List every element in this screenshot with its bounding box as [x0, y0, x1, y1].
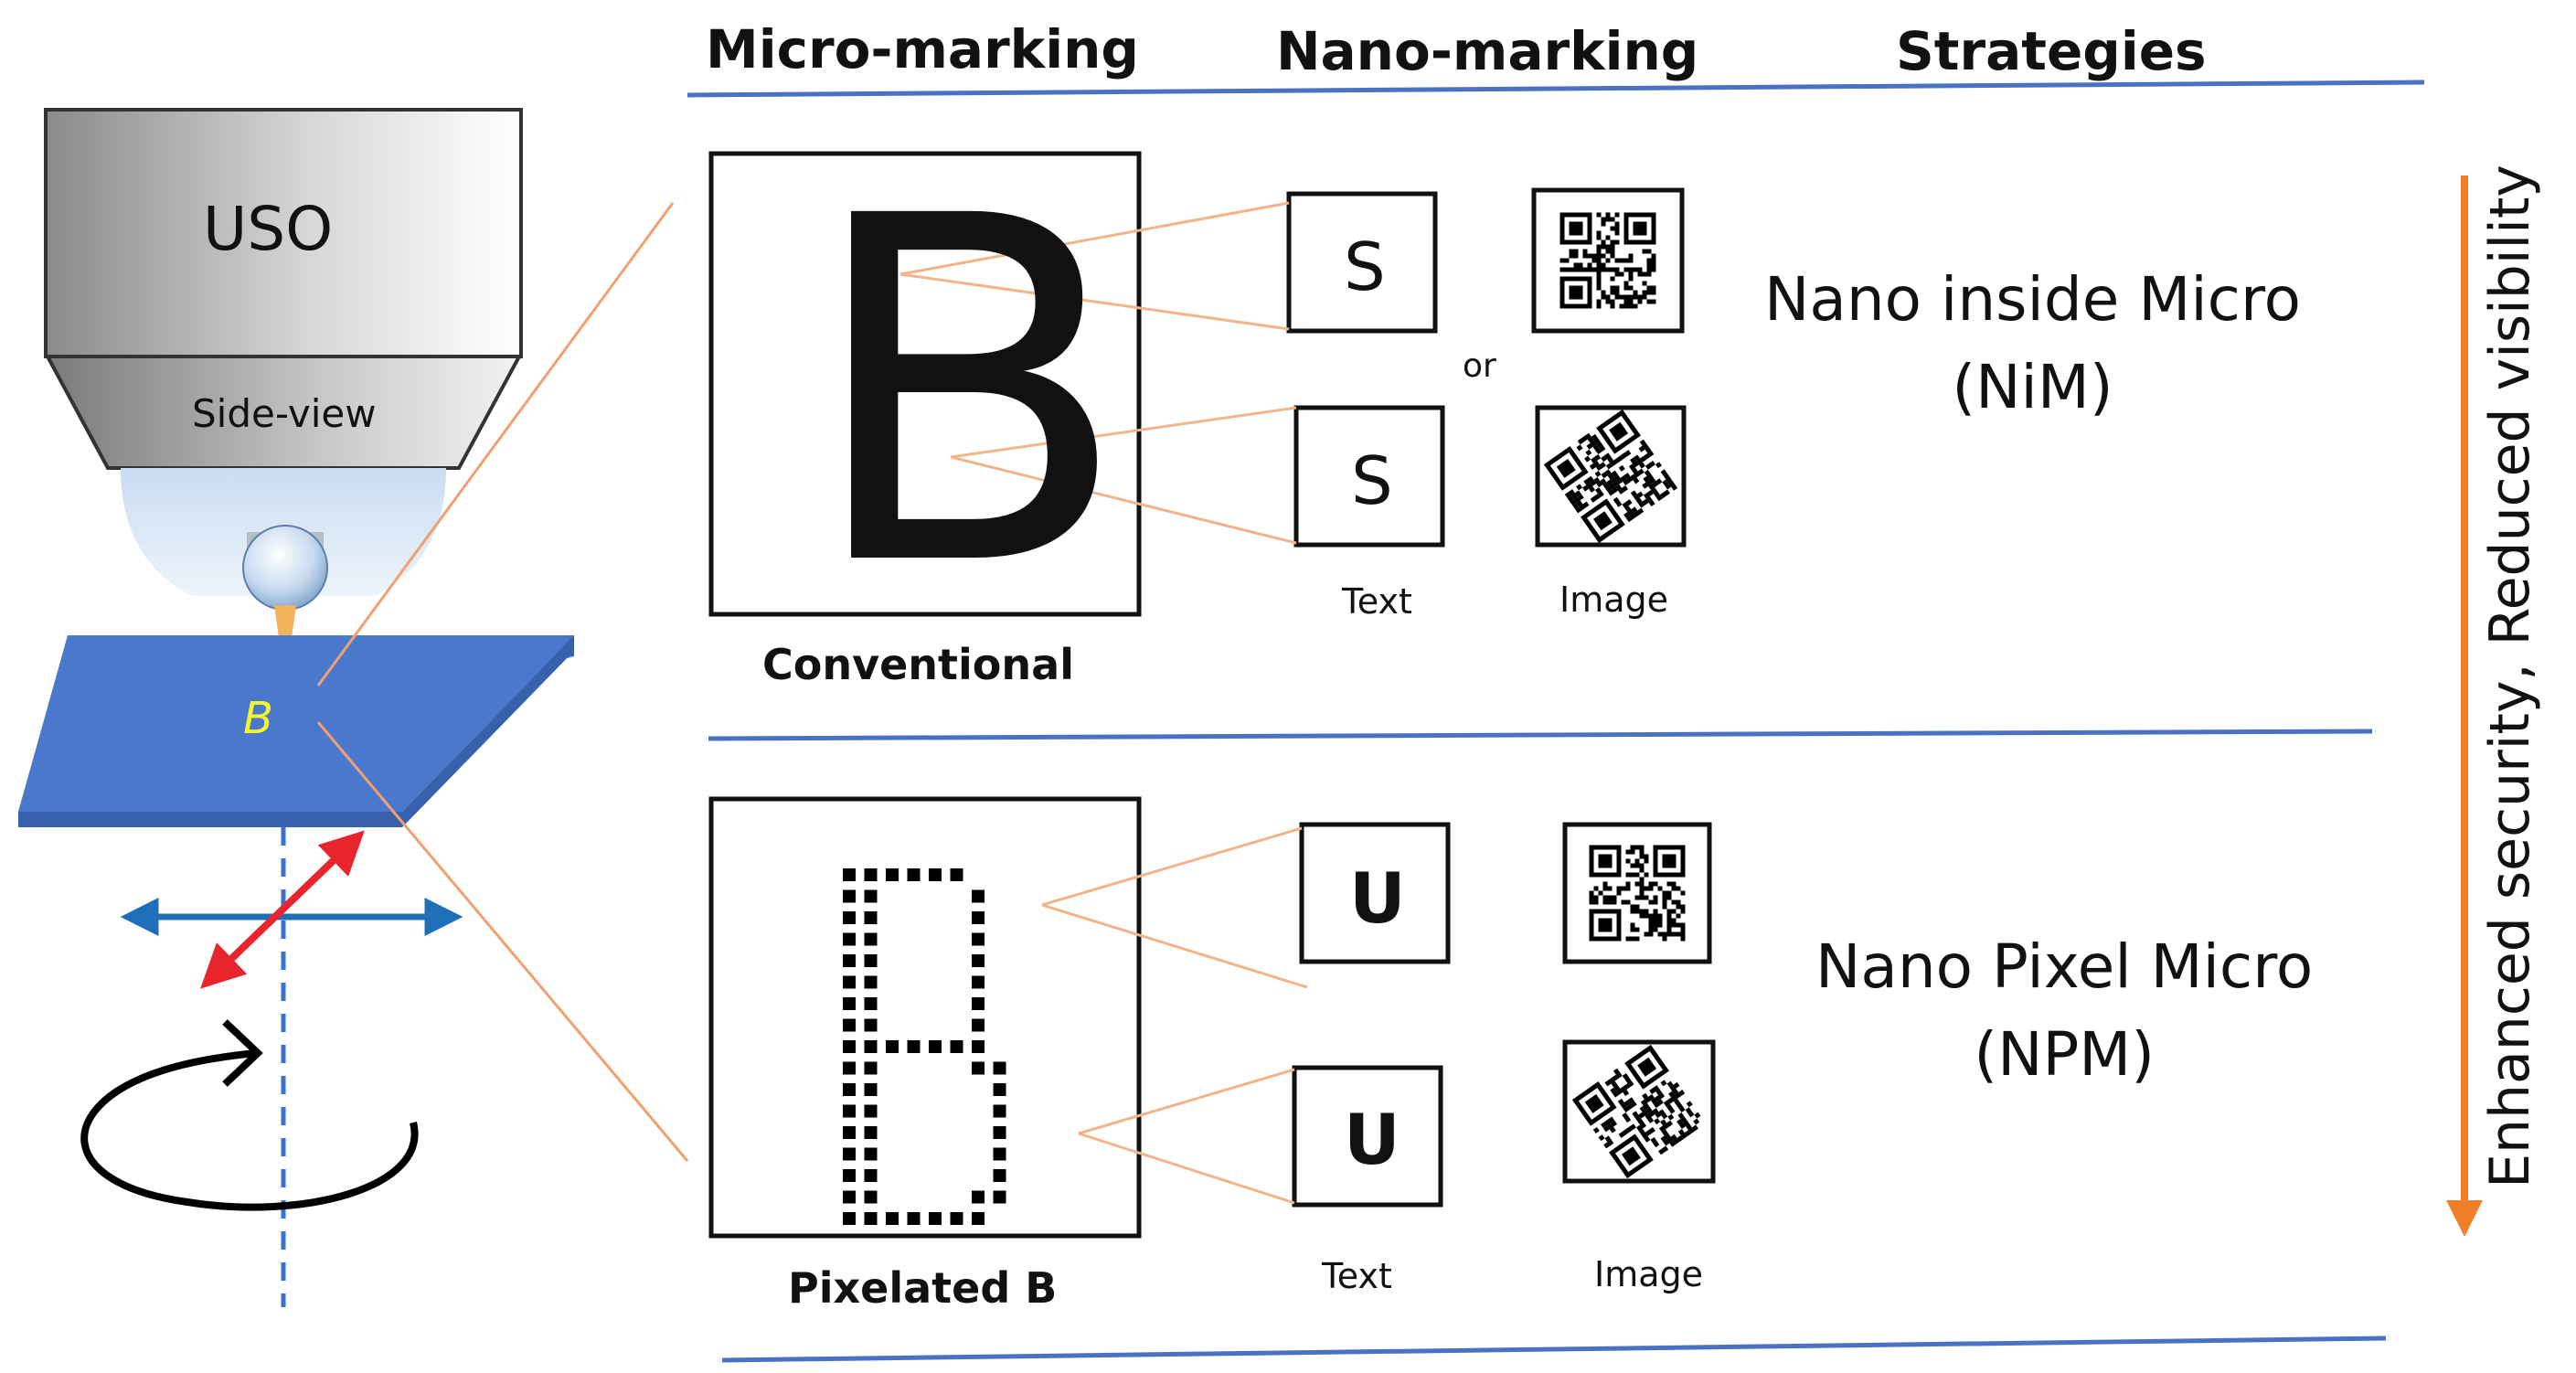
caption-image-row1: Image — [1559, 580, 1669, 620]
diagonal-arrow — [200, 830, 365, 989]
qr-code-rotated-icon — [1571, 1044, 1701, 1179]
pixelated-b-letter — [843, 868, 1006, 1225]
nano-box-text-4 — [1292, 1065, 1443, 1208]
micro-caption-pixelated: Pixelated B — [788, 1263, 1058, 1313]
divider-bottom — [721, 1336, 2387, 1363]
sample-surface — [18, 635, 574, 812]
micro-box-conventional — [708, 151, 1142, 617]
nano-box-text-3 — [1299, 822, 1451, 964]
sample-edge-front — [18, 812, 402, 827]
qr-box-1 — [1531, 187, 1685, 334]
qr-box-4 — [1562, 1039, 1716, 1184]
micro-caption-conventional: Conventional — [762, 640, 1074, 689]
divider-top — [687, 80, 2425, 98]
strategy-npm-name: Nano Pixel Micro — [1815, 931, 2314, 1002]
divider-middle — [708, 729, 2373, 741]
sample-mark: B — [243, 693, 273, 744]
qr-box-2 — [1535, 405, 1687, 548]
zoom-line-bottom — [316, 721, 689, 1162]
nano-box-text-2 — [1293, 405, 1445, 548]
strategy-npm-abbr: (NPM) — [1974, 1018, 2155, 1090]
sample-edge-right — [402, 635, 574, 827]
nano-text-u2: U — [1344, 1099, 1400, 1180]
caption-image-row2: Image — [1594, 1254, 1704, 1294]
qr-code-rotated-icon — [1543, 409, 1678, 544]
or-label: or — [1463, 347, 1496, 385]
nano-text-u1: U — [1349, 857, 1406, 939]
header-nano-marking: Nano-marking — [1276, 20, 1699, 82]
instrument-schematic — [18, 108, 574, 1307]
strategy-npm: Nano Pixel Micro (NPM) — [1815, 923, 2313, 1098]
rotation-arrow-head — [222, 1019, 263, 1087]
strategy-nim: Nano inside Micro (NiM) — [1764, 256, 2301, 431]
tip-sphere — [242, 525, 328, 611]
rotation-arrow — [80, 1049, 419, 1211]
strategy-nim-abbr: (NiM) — [1952, 351, 2113, 422]
side-view-label: Side-view — [192, 391, 377, 436]
micro-box-pixelated — [708, 796, 1142, 1239]
qr-box-3 — [1562, 822, 1712, 964]
nano-box-text-1 — [1286, 191, 1438, 334]
micro-letter-b: B — [804, 116, 1131, 670]
objective-body — [44, 108, 523, 358]
qr-code-icon — [1559, 212, 1656, 309]
nano-text-s2: S — [1351, 442, 1393, 519]
zoom-line-top — [316, 202, 675, 686]
connectors-row2 — [1041, 826, 1308, 1205]
strategy-nim-name: Nano inside Micro — [1764, 264, 2302, 335]
nano-text-s1: S — [1344, 229, 1386, 305]
qr-code-icon — [1589, 845, 1686, 942]
header-strategies: Strategies — [1896, 20, 2207, 82]
caption-text-row2: Text — [1322, 1256, 1392, 1296]
caption-text-row1: Text — [1342, 581, 1412, 622]
objective-label: USO — [203, 194, 334, 264]
connectors-row1 — [899, 201, 1297, 545]
objective-cone — [44, 355, 523, 470]
trend-label: Enhanced security, Reduced visibility — [2478, 165, 2542, 1188]
header-micro-marking: Micro-marking — [706, 18, 1139, 80]
